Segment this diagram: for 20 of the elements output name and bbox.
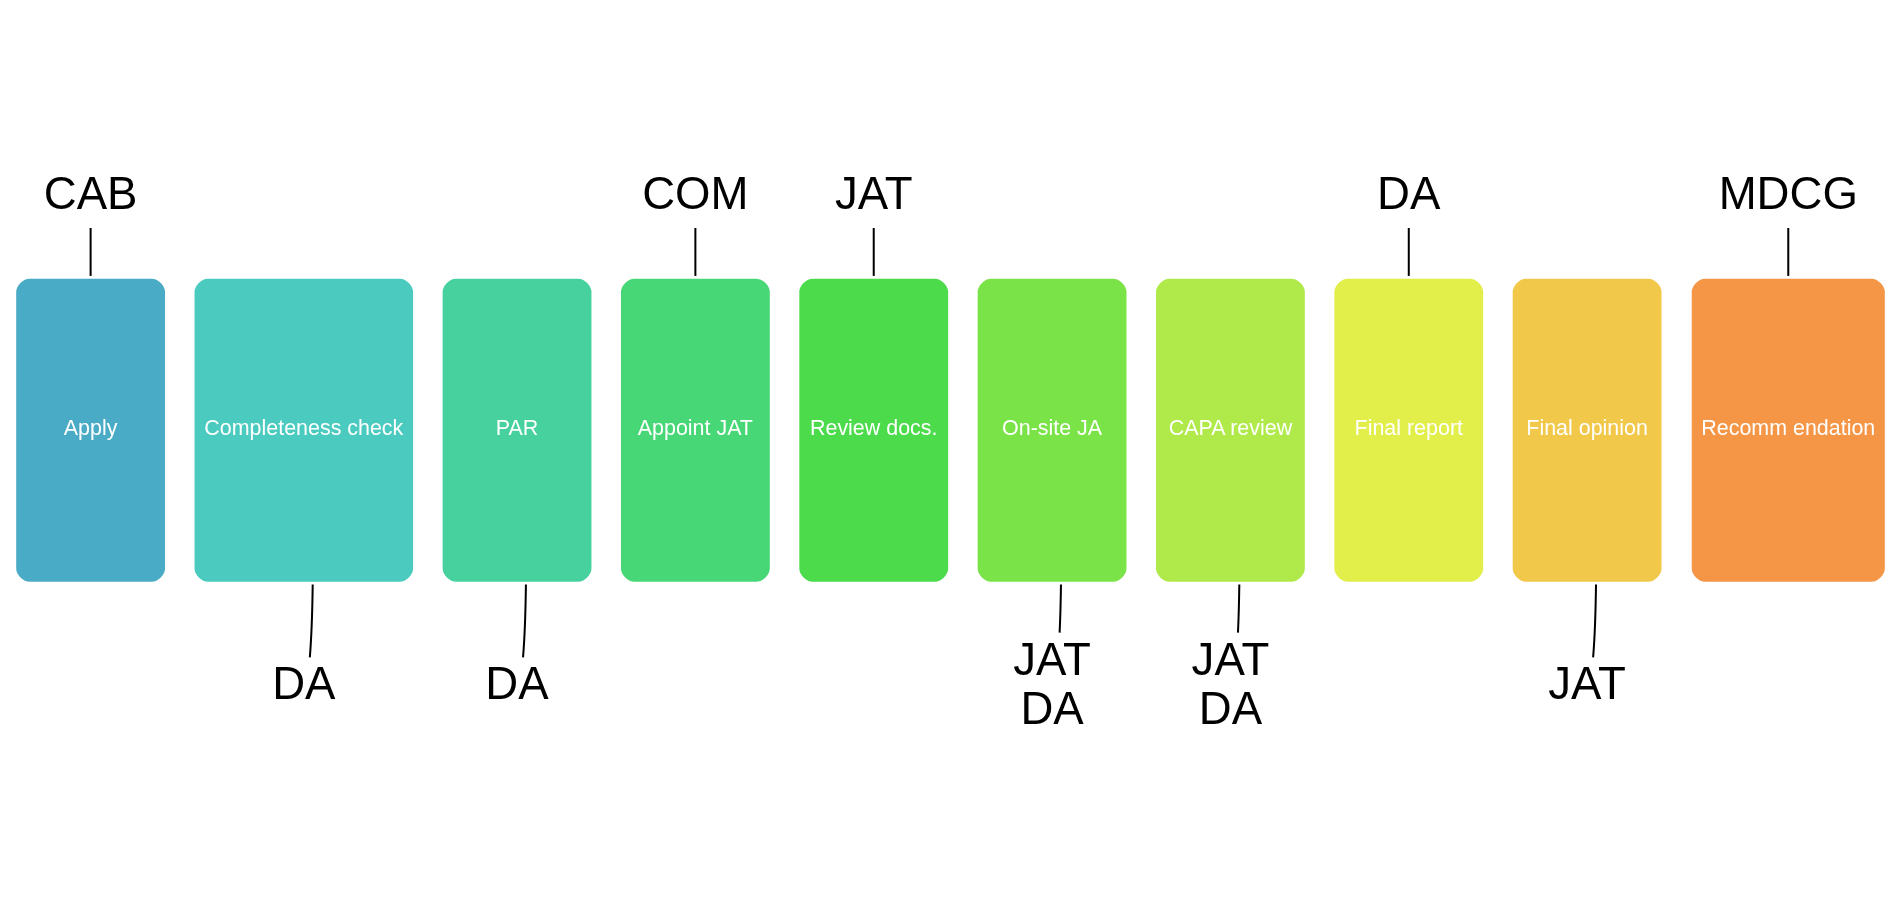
- connector: [522, 584, 527, 658]
- node-text: JAT DA: [1013, 633, 1091, 735]
- node-text: JAT: [1548, 658, 1626, 710]
- connector: [1058, 584, 1062, 633]
- connector: [1236, 584, 1241, 633]
- node-text: DA: [1377, 168, 1441, 220]
- node-text: JAT DA: [1191, 633, 1270, 735]
- connector: [1787, 228, 1790, 276]
- connector: [872, 228, 875, 276]
- connector: [1407, 228, 1410, 276]
- node-text: DA: [272, 658, 336, 710]
- connector: [1592, 584, 1597, 658]
- connector: [308, 584, 314, 658]
- node-text: JAT: [834, 168, 913, 220]
- connector: [694, 228, 697, 276]
- connector: [89, 228, 92, 276]
- node-text: CAB: [43, 168, 138, 220]
- node-text: MDCG: [1718, 168, 1858, 220]
- node-text: DA: [485, 658, 549, 710]
- node-text: COM: [642, 168, 749, 220]
